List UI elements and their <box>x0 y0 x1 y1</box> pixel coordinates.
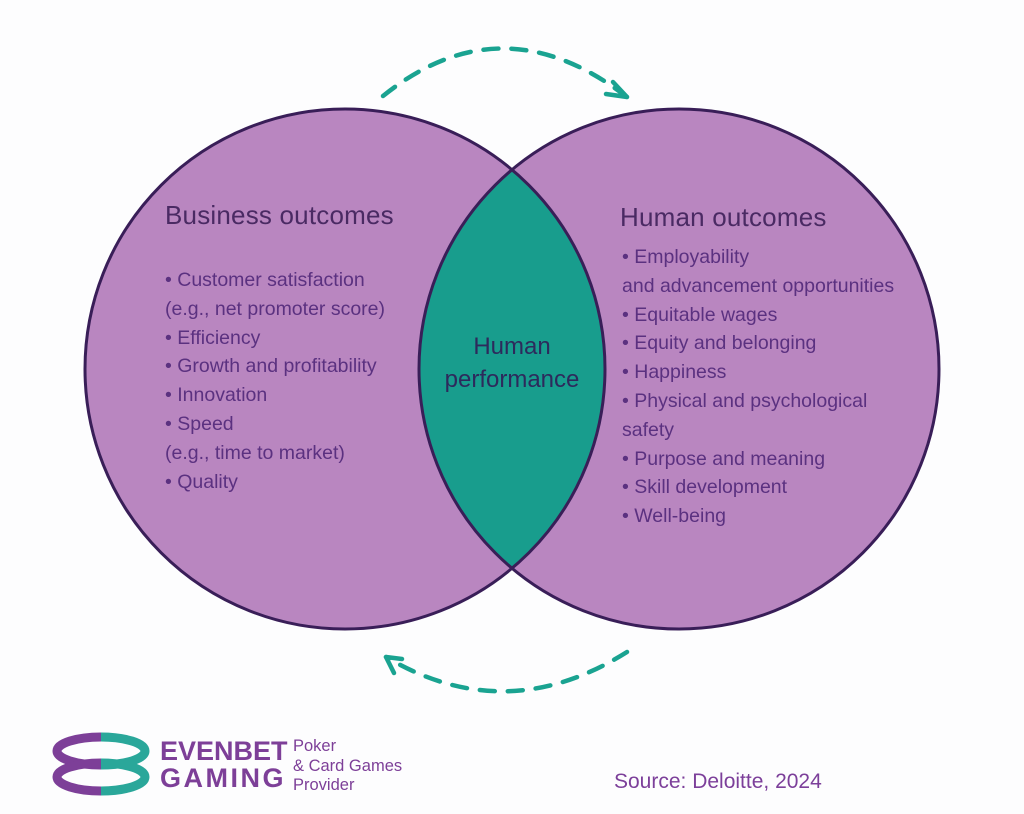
logo-tagline: Poker & Card Games Provider <box>293 737 402 796</box>
list-item: • Physical and psychological <box>622 389 868 412</box>
list-item: (e.g., net promoter score) <box>165 297 386 320</box>
source-attribution: Source: Deloitte, 2024 <box>614 770 822 793</box>
brand-name: EVENBET <box>160 736 288 766</box>
list-item: safety <box>622 418 675 441</box>
human-outcomes-title: Human outcomes <box>620 202 827 232</box>
tagline-line: Poker <box>293 737 337 755</box>
list-item: • Happiness <box>622 361 727 384</box>
list-item: • Quality <box>165 470 238 493</box>
brand-subname: GAMING <box>160 763 286 793</box>
cycle-arrow-top-icon <box>380 46 630 100</box>
human-performance-label: Human performance <box>444 333 580 393</box>
cycle-arrow-bottom-icon <box>383 649 630 694</box>
list-item: • Customer satisfaction <box>165 269 365 291</box>
list-item: • Skill development <box>622 476 788 499</box>
list-item: • Purpose and meaning <box>622 447 826 470</box>
list-item: • Growth and profitability <box>165 355 377 378</box>
evenbet-wordmark: EVENBET GAMING <box>160 738 288 792</box>
list-item: (e.g., time to market) <box>165 441 345 464</box>
list-item: • Equity and belonging <box>622 332 817 355</box>
tagline-line: Provider <box>293 776 355 794</box>
overlap-lens <box>418 169 606 569</box>
list-item: • Speed <box>165 412 234 435</box>
evenbet-logo-icon <box>52 732 150 796</box>
human-outcomes-list: • Employability and advancement opportun… <box>622 243 894 531</box>
tagline-line: & Card Games <box>293 756 403 775</box>
list-item: • Efficiency <box>165 326 261 349</box>
list-item: • Innovation <box>165 384 268 407</box>
list-item: • Equitable wages <box>622 303 778 326</box>
list-item: • Well-being <box>622 505 727 528</box>
list-item: • Employability <box>622 246 750 268</box>
business-outcomes-list: • Customer satisfaction (e.g., net promo… <box>165 266 385 496</box>
list-item: and advancement opportunities <box>622 274 895 297</box>
business-outcomes-title: Business outcomes <box>165 200 394 230</box>
human-circle-outline <box>417 107 941 631</box>
business-circle-outline <box>83 107 607 631</box>
